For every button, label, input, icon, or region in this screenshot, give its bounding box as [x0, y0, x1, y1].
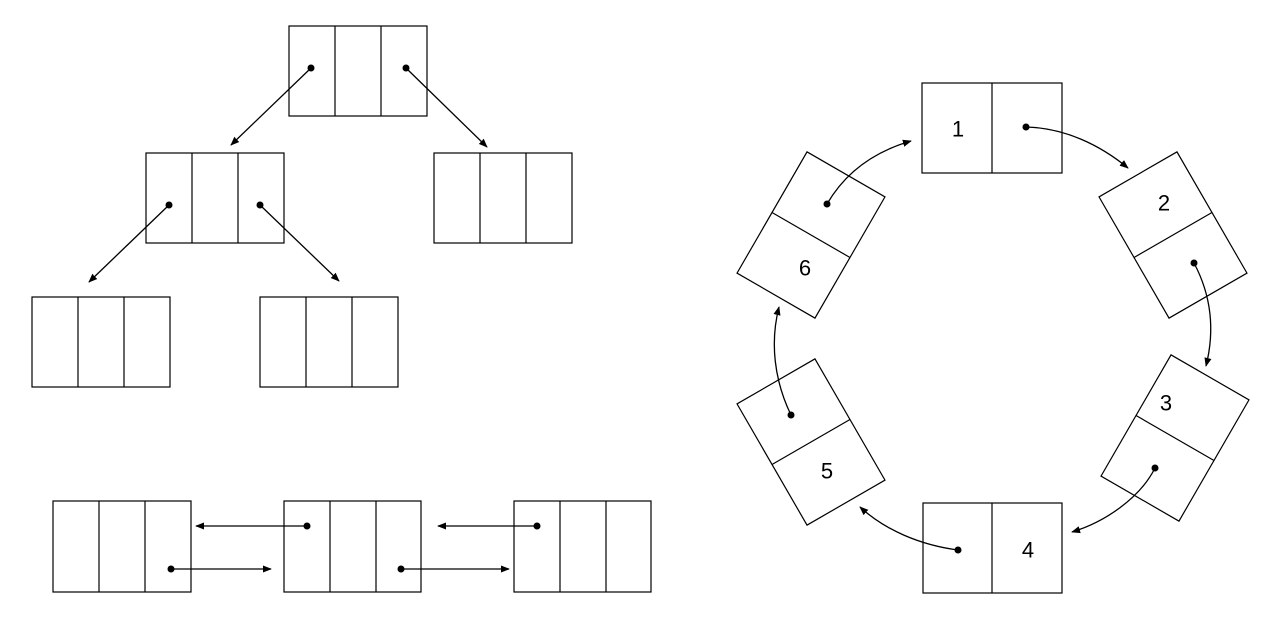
tree-pointer-root-right: [402, 64, 488, 148]
ring-pointer-6-to-1: [823, 139, 912, 208]
ring-pointer-4-to-5: [859, 506, 962, 554]
ring-node-2: 2: [1098, 151, 1248, 319]
ring-pointer-1-to-2: [1022, 123, 1129, 169]
list-node-2: [283, 500, 422, 593]
ring-node-3: 3: [1100, 354, 1250, 522]
ring-node-5: 5: [736, 358, 886, 526]
tree-pointer-left-left: [88, 201, 173, 283]
ring-node-6: 6: [736, 151, 886, 319]
tree-node-left: [145, 152, 285, 244]
ring-pointer-5-to-6: [773, 306, 795, 419]
circular-linked-list: 1 2 3 4 5 6: [736, 82, 1250, 594]
list-pointer-prev-3-to-2: [437, 522, 541, 530]
ring-node-4-label: 4: [1022, 538, 1034, 563]
ring-node-5-label: 5: [821, 459, 833, 484]
ring-node-1: 1: [921, 82, 1063, 174]
ring-node-3-label: 3: [1160, 391, 1172, 416]
list-pointer-next-2-to-3: [397, 565, 510, 573]
tree-node-right: [433, 152, 573, 244]
tree-node-left-right: [259, 296, 399, 388]
ring-pointer-2-to-3: [1190, 259, 1212, 367]
ring-pointer-3-to-4: [1071, 464, 1159, 534]
list-node-1: [52, 500, 192, 593]
list-node-3: [513, 500, 652, 593]
binary-tree: [31, 25, 573, 388]
ring-node-2-label: 2: [1158, 191, 1170, 216]
tree-pointer-root-left: [230, 64, 315, 146]
tree-node-left-left: [31, 296, 171, 388]
list-pointer-next-1-to-2: [167, 565, 272, 573]
ring-node-6-label: 6: [799, 256, 811, 281]
tree-pointer-left-right: [256, 201, 340, 282]
list-pointer-prev-2-to-1: [195, 522, 311, 530]
ring-node-4: 4: [922, 502, 1063, 594]
doubly-linked-list: [52, 500, 652, 593]
ring-node-1-label: 1: [952, 117, 964, 142]
